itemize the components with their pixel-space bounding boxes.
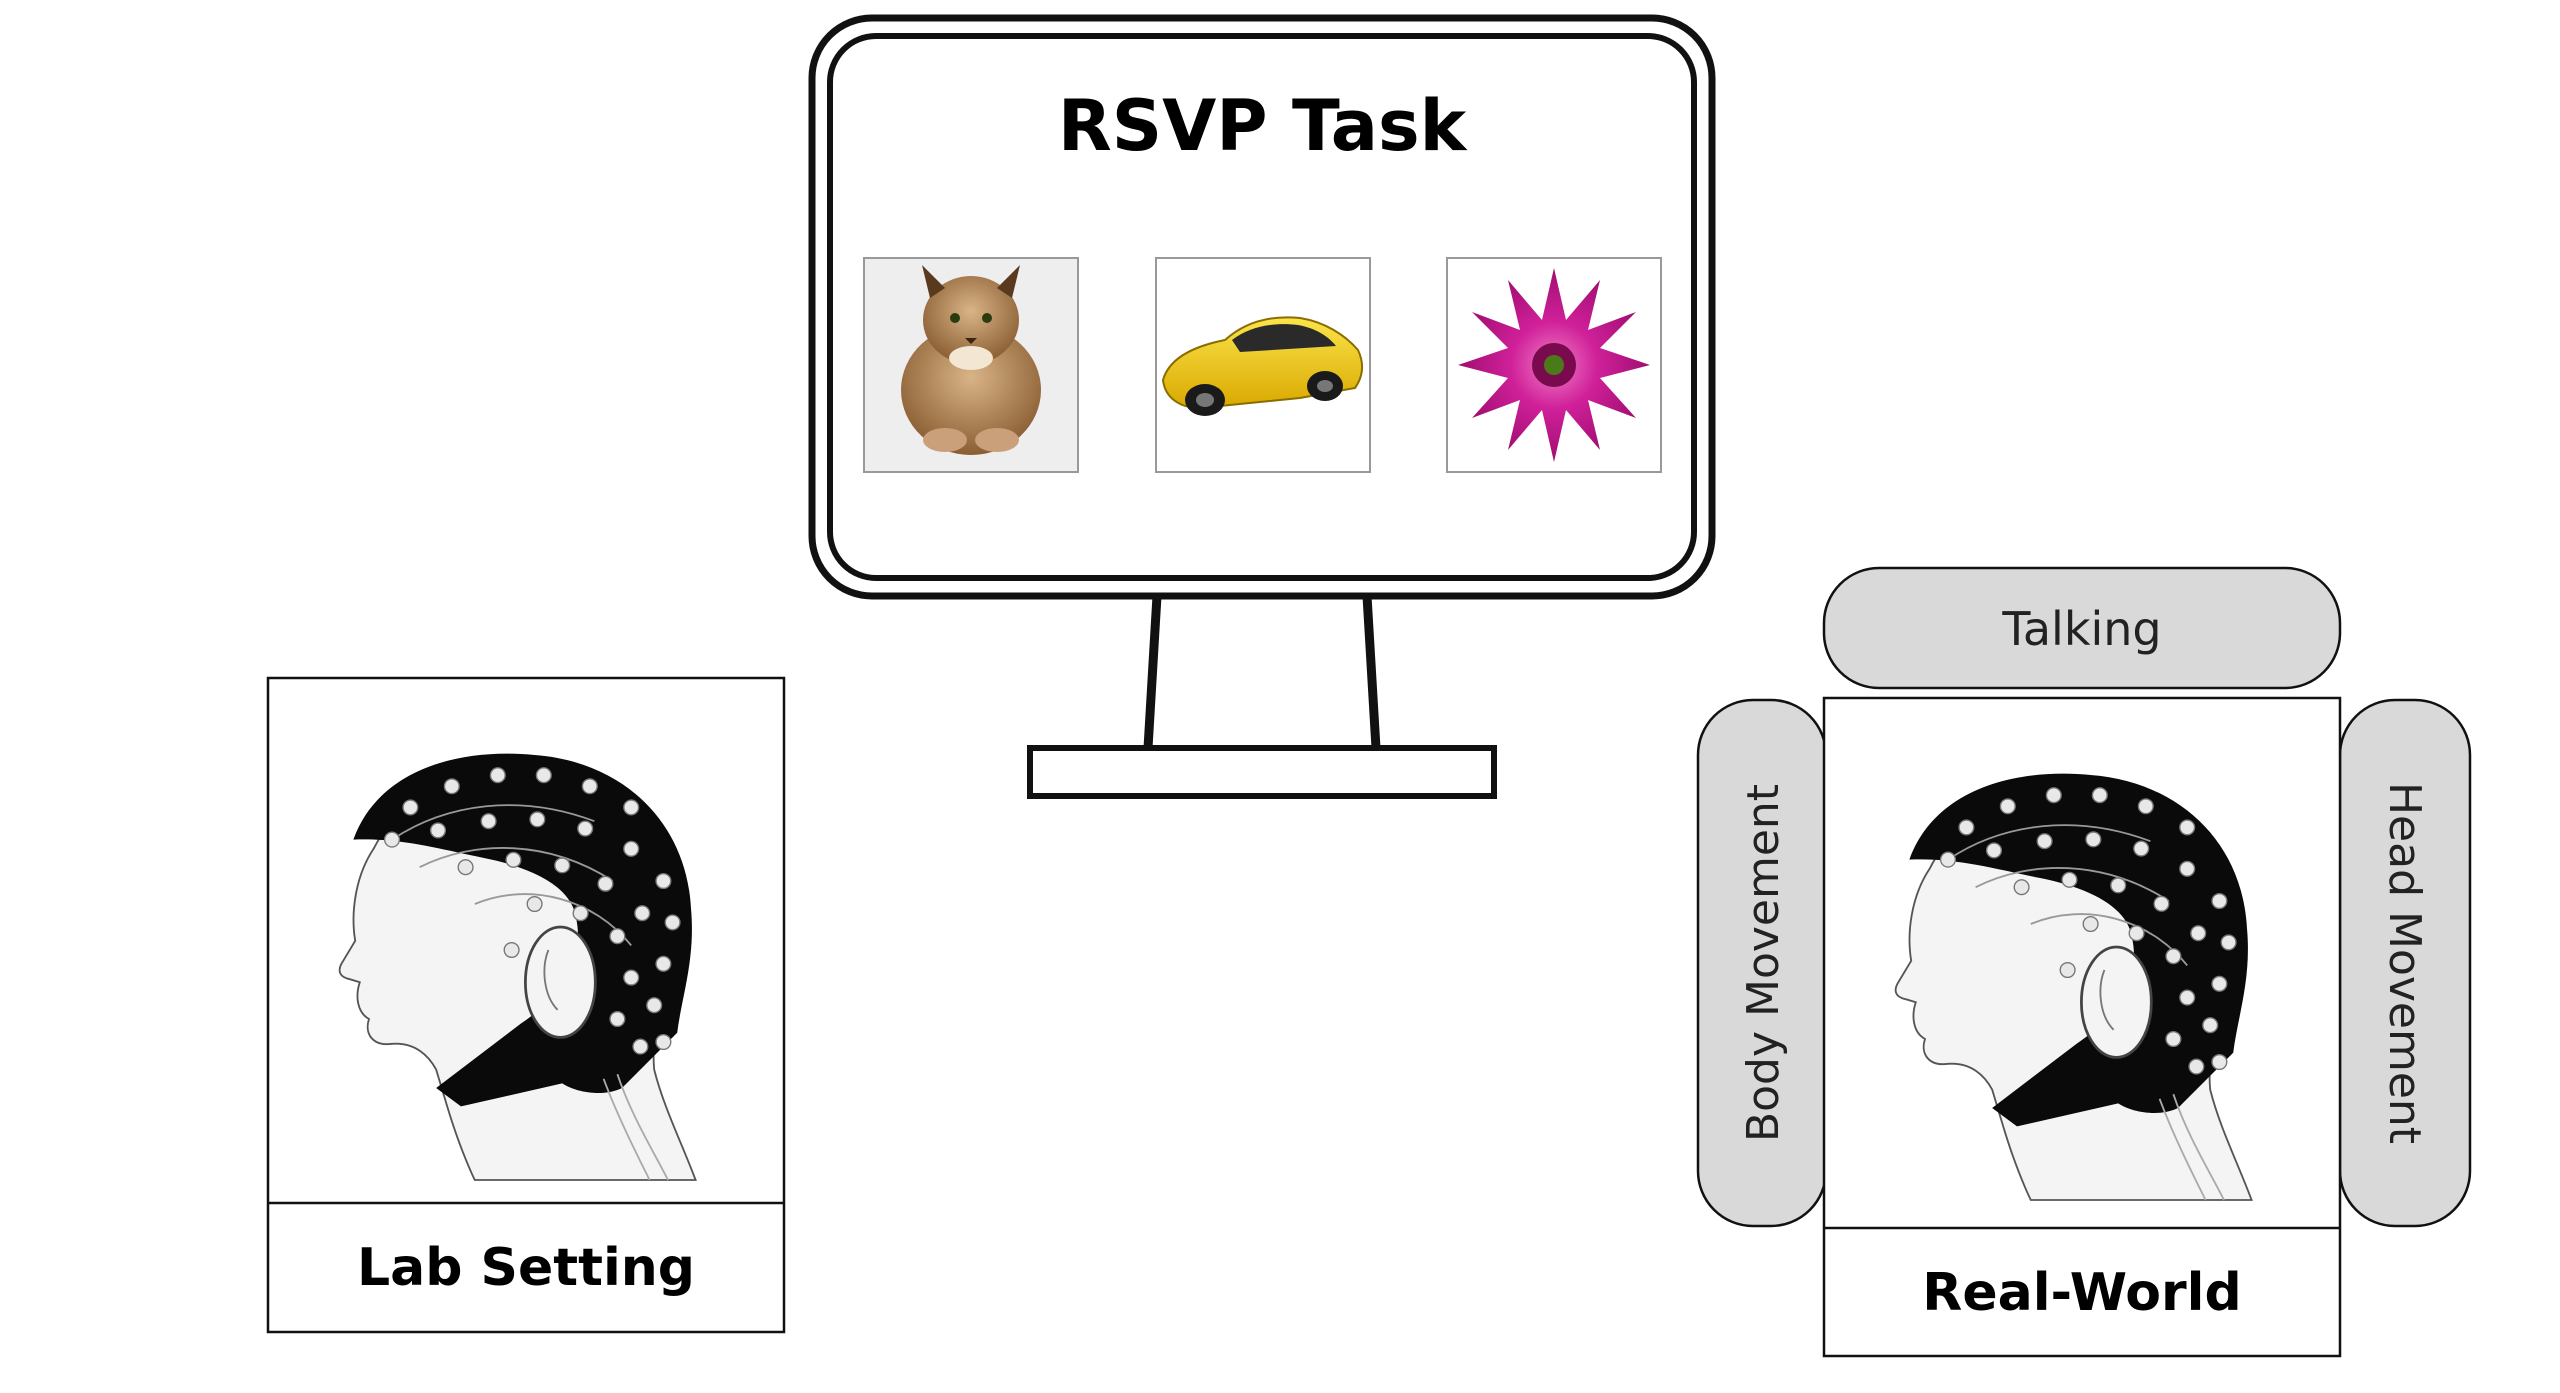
monitor-title: RSVP Task <box>1058 85 1468 167</box>
yellow-sports-car-photo-icon <box>1155 257 1371 473</box>
monitor-base <box>1027 745 1497 799</box>
lab-setting-label: Lab Setting <box>357 1238 695 1298</box>
real-world-panel: Talking Body Movement Head Movement Real… <box>1696 566 2472 1358</box>
lab-setting-panel: Lab Setting <box>266 676 786 1334</box>
head-movement-label: Head Movement <box>2379 782 2430 1144</box>
magenta-dahlia-photo-icon <box>1446 257 1662 473</box>
real-world-label: Real-World <box>1922 1263 2241 1323</box>
lynx-photo-icon <box>863 257 1079 473</box>
talking-label: Talking <box>2001 602 2161 656</box>
body-movement-label: Body Movement <box>1738 784 1789 1142</box>
monitor: RSVP Task <box>808 14 1716 799</box>
monitor-stand <box>1143 595 1381 749</box>
talking-pill <box>1822 566 2342 690</box>
